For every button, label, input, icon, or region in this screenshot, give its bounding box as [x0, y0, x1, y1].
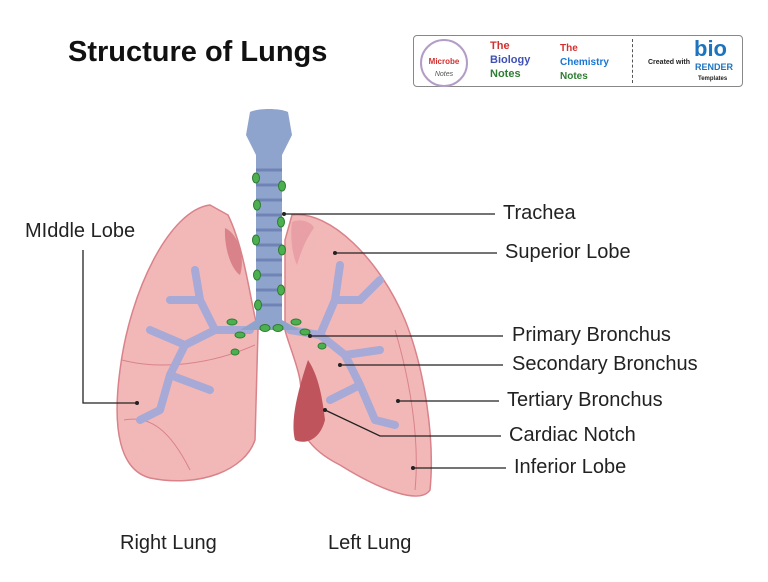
label-superior-lobe: Superior Lobe — [505, 241, 631, 263]
label-inferior-lobe: Inferior Lobe — [514, 456, 627, 478]
label-middle-lobe: MIddle Lobe — [25, 220, 136, 242]
label-cardiac-notch: Cardiac Notch — [509, 424, 636, 446]
leader-lines — [82, 213, 506, 469]
bronchial-tree — [136, 261, 399, 429]
label-left-lung: Left Lung — [328, 532, 412, 554]
cardiac-notch-shape — [293, 360, 325, 442]
trachea — [240, 109, 300, 330]
label-tertiary-bronchus: Tertiary Bronchus — [507, 389, 663, 411]
logo-banner: Microbe Notes The Biology Notes The Chem… — [413, 35, 743, 87]
leader-dots — [135, 212, 415, 470]
divider — [632, 39, 633, 83]
microbe-notes-logo: Microbe Notes — [420, 39, 468, 87]
label-right-lung: Right Lung — [120, 532, 217, 554]
label-primary-bronchus: Primary Bronchus — [512, 324, 671, 346]
label-secondary-bronchus: Secondary Bronchus — [512, 353, 698, 375]
lymph-nodes — [226, 172, 327, 356]
page-title: Structure of Lungs — [68, 36, 328, 68]
label-trachea: Trachea — [503, 202, 576, 224]
